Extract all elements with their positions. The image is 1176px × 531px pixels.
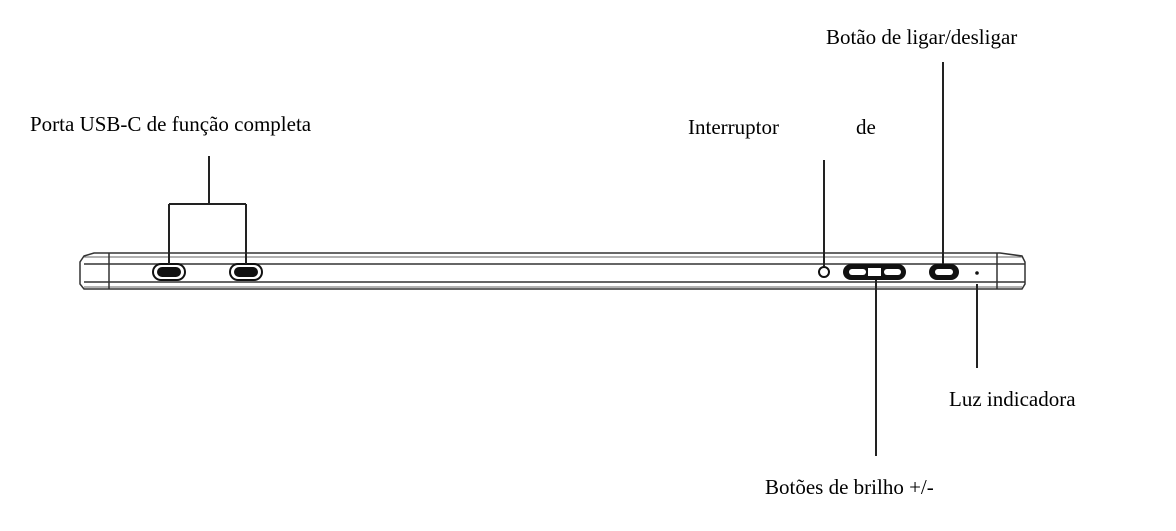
power-button	[929, 264, 959, 280]
brightness-label: Botões de brilho +/-	[765, 475, 934, 499]
usb-c-port-2	[229, 263, 263, 281]
usb-c-label: Porta USB-C de função completa	[30, 112, 312, 136]
brightness-buttons	[843, 264, 906, 280]
switch-label-part2: de	[856, 115, 876, 139]
indicator-light-icon	[975, 271, 979, 275]
switch-label-part1: Interruptor	[688, 115, 779, 139]
power-label: Botão de ligar/desligar	[826, 25, 1017, 49]
switch-icon	[818, 266, 830, 278]
usb-c-leader-bracket	[168, 156, 247, 264]
indicator-label: Luz indicadora	[949, 387, 1076, 411]
usb-c-port-1	[152, 263, 186, 281]
